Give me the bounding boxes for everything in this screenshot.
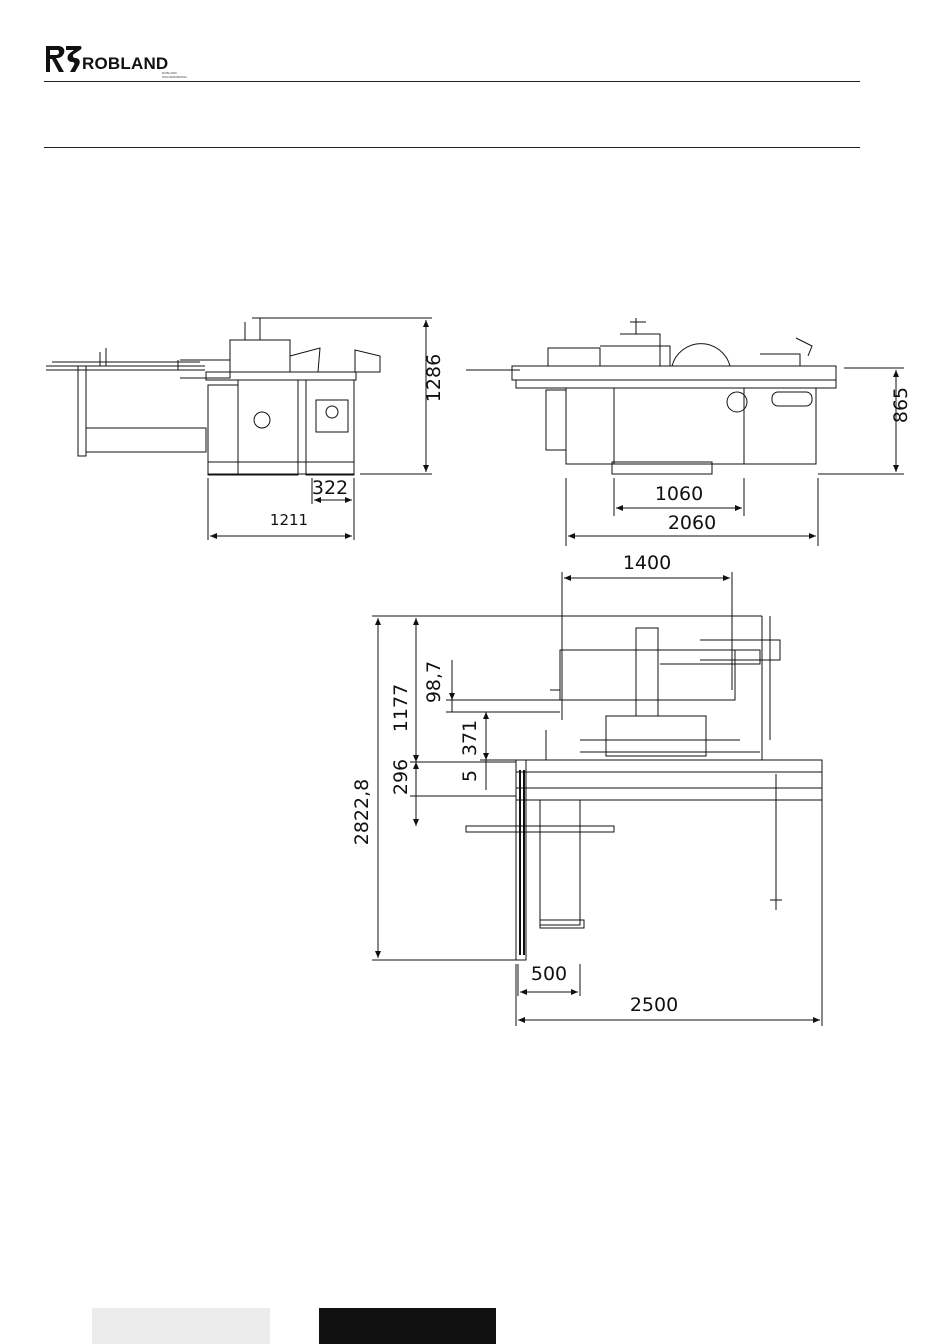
front-view-dimensions [566, 368, 904, 546]
dim-top-98-7: 98,7 [423, 661, 445, 703]
footer-tab-dark [319, 1308, 496, 1344]
dim-side-inner: 322 [312, 477, 348, 499]
dim-top-500: 500 [531, 963, 567, 985]
dim-side-width: 1211 [270, 511, 308, 529]
dim-top-1177: 1177 [390, 684, 412, 732]
dim-front-height: 865 [890, 387, 912, 423]
front-view [466, 318, 836, 474]
dim-top-width-upper: 1400 [623, 552, 671, 574]
dim-top-overall: 2822,8 [351, 779, 373, 845]
dim-top-296: 296 [390, 759, 412, 795]
dim-front-width: 2060 [668, 512, 716, 534]
dim-front-inner: 1060 [655, 483, 703, 505]
dim-top-5: 5 [459, 770, 481, 782]
dim-side-height: 1286 [423, 354, 445, 402]
side-view [46, 318, 380, 475]
dim-top-371: 371 [459, 720, 481, 756]
footer-tab-light [92, 1308, 270, 1344]
top-view [466, 616, 822, 960]
dim-top-2500: 2500 [630, 994, 678, 1016]
